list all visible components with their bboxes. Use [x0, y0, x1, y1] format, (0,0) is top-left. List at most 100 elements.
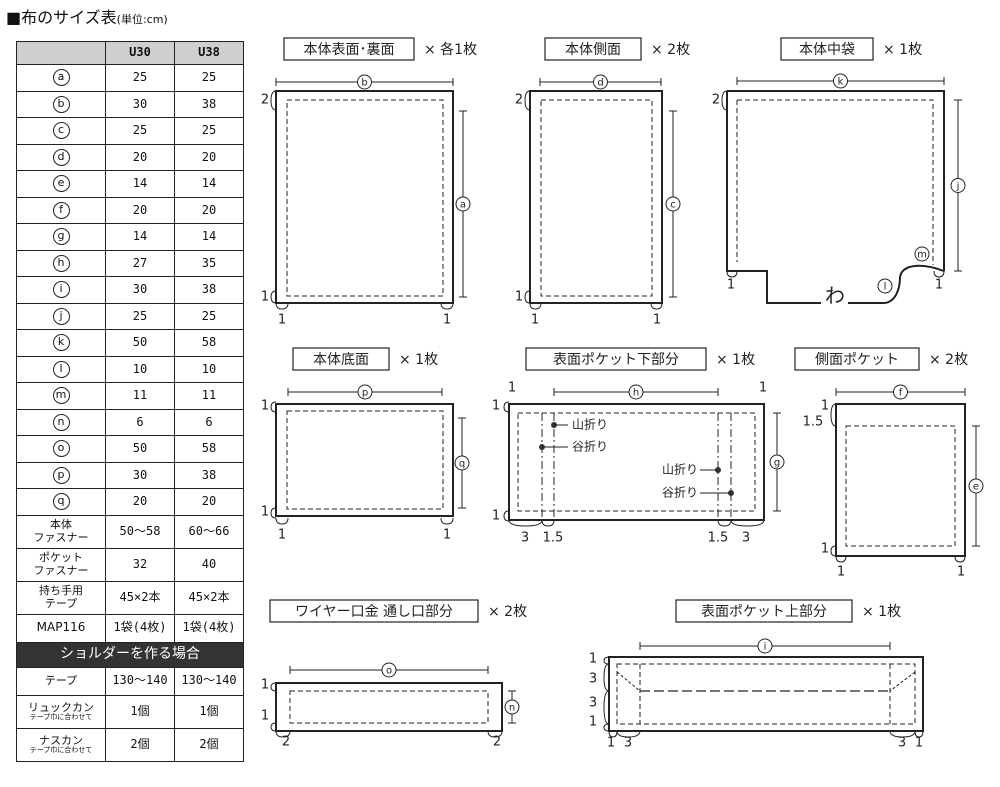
lining-top-brace: [721, 90, 728, 111]
key-letter: l: [52, 360, 70, 378]
pocket-upper-bb2: [616, 730, 641, 738]
row-key: o: [16, 435, 106, 463]
pocket-lower-b1-brace: [508, 519, 543, 527]
lining-br-seam: 1: [935, 278, 943, 293]
lining-top-seam: 2: [712, 93, 720, 108]
side-right-brace: [650, 302, 663, 310]
piece-pocket-upper-count: × 1枚: [862, 604, 901, 620]
pocket-upper-l4: 1: [589, 715, 597, 730]
lining-notch-l-circle: [877, 278, 893, 294]
value-u30: 11: [105, 382, 175, 410]
pocket-upper-l1: 1: [589, 652, 597, 667]
dim-side-pocket-height-letter: e: [973, 482, 979, 493]
piece-bottom-count: × 1枚: [399, 352, 438, 368]
piece-pocket-lower-label: 表面ポケット下部分: [553, 352, 679, 368]
piece-side-seam: [540, 99, 653, 297]
dim-bottom-width-circle: [357, 384, 373, 400]
wire-casing-top-brace: [270, 682, 277, 692]
piece-pocket-lower-box: [525, 347, 707, 371]
pocket-lower-b2: 1.5: [543, 531, 564, 546]
key-letter: f: [52, 201, 70, 219]
value-u38: 25: [174, 117, 244, 145]
key-line1: 本体: [50, 518, 72, 532]
row-key: a: [16, 64, 106, 92]
piece-bottom-outline: [275, 403, 454, 517]
pocket-lower-top-right-seam: 1: [759, 381, 767, 396]
key-letter: p: [52, 466, 70, 484]
value-u38: 10: [174, 355, 244, 383]
value-u30: 14: [105, 170, 175, 198]
key-line2: テープ: [44, 596, 78, 610]
key-line2: ファスナー: [33, 563, 89, 577]
dim-lining-height-circle: [950, 178, 966, 193]
dim-wire-casing-width-letter: o: [386, 666, 392, 677]
piece-front-count: × 各1枚: [424, 42, 477, 58]
side-pocket-left-seam: 1: [837, 565, 845, 580]
piece-wire-casing-label: ワイヤー口金 通し口部分: [295, 604, 453, 620]
pocket-lower-top-brace: [503, 401, 510, 413]
wire-casing-top-seam: 1: [261, 678, 269, 693]
side-pocket-right-brace: [954, 555, 966, 563]
header-u38: U38: [174, 41, 244, 65]
key-line1: テープ: [44, 673, 78, 687]
lining-fold-mark: わ: [825, 284, 845, 308]
row-key: ポケットファスナー: [16, 547, 106, 582]
dim-wire-casing-width-circle: [381, 662, 397, 678]
dim-side-height-letter: c: [670, 200, 676, 211]
shoulder-header: ショルダーを作る場合: [16, 641, 244, 668]
side-pocket-top-seam-2: 1.5: [803, 415, 824, 430]
pocket-lower-top-left-seam: 1: [508, 381, 516, 396]
value-u38: 40: [174, 547, 244, 582]
value-u38: 58: [174, 329, 244, 357]
row-key: リュックカンテープ巾に合わせて: [16, 694, 106, 729]
bottom-right-seam: 1: [443, 528, 451, 543]
row-key: c: [16, 117, 106, 145]
pocket-upper-bb1: [608, 730, 618, 738]
key-line1: リュックカン: [28, 700, 94, 714]
row-key: テープ: [16, 666, 106, 696]
dim-bottom-height-circle: [454, 455, 470, 471]
wire-casing-right-brace: [487, 730, 503, 738]
value-u38: 11: [174, 382, 244, 410]
piece-side-pocket-count: × 2枚: [929, 352, 968, 368]
wire-casing-left-seam: 2: [282, 735, 290, 750]
key-letter: q: [52, 493, 70, 511]
value-u38: 2個: [174, 727, 244, 762]
value-u30: 25: [105, 64, 175, 92]
pocket-upper-brace-3: [603, 690, 610, 725]
piece-lining-label: 本体中袋: [799, 42, 855, 58]
piece-pocket-upper-outline: [608, 656, 924, 732]
pocket-upper-corner-r: [889, 671, 916, 692]
bottom-top-seam: 1: [261, 399, 269, 414]
value-u30: 1個: [105, 694, 175, 729]
key-letter: e: [52, 175, 70, 193]
wire-casing-bottom-brace: [270, 722, 277, 732]
dim-side-width-circle: [593, 74, 608, 90]
lining-notch-m-letter: m: [917, 250, 927, 261]
piece-wire-casing-box: [269, 599, 479, 623]
dim-side-pocket-width-circle: [893, 384, 908, 400]
dim-pocket-lower-height-letter: g: [774, 458, 780, 469]
lining-bl-seam: 1: [727, 278, 735, 293]
value-u30: 30: [105, 90, 175, 118]
pocket-upper-b3: 3: [898, 736, 906, 751]
piece-wire-casing-outline: [275, 682, 503, 732]
dim-lining-height-letter: j: [956, 181, 960, 192]
value-u38: 20: [174, 488, 244, 516]
pocket-lower-bottom-brace: [503, 510, 510, 522]
key-note: テープ巾に合わせて: [29, 745, 93, 754]
key-letter: j: [52, 307, 70, 325]
front-top-brace: [270, 90, 277, 111]
value-u38: 14: [174, 170, 244, 198]
key-line1: 持ち手用: [39, 584, 83, 598]
piece-side-pocket-box: [794, 347, 920, 371]
